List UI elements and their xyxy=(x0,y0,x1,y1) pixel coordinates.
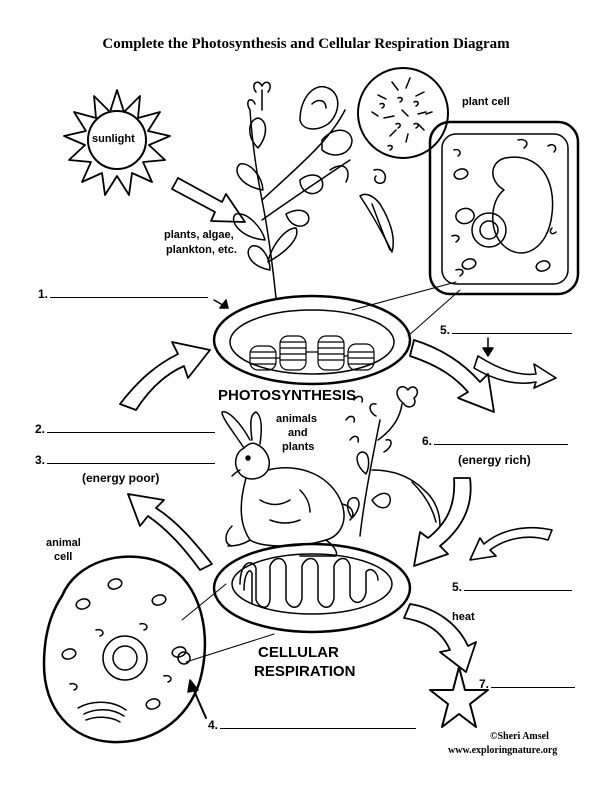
blank-5-top[interactable]: 5. xyxy=(440,323,573,337)
animal-cell-label-line2: cell xyxy=(54,551,73,563)
rabbit-icon xyxy=(221,411,354,557)
copyright-text: ©Sheri Amsel xyxy=(490,731,549,742)
flowering-plant-icon xyxy=(345,386,441,537)
output-arrow-icon xyxy=(473,355,557,389)
plant-cell-icon xyxy=(428,120,580,296)
plants-label-line2: plankton, etc. xyxy=(166,244,237,256)
blank-3[interactable]: 3. xyxy=(35,453,216,467)
heat-label: heat xyxy=(452,611,475,623)
input-arrow-icon xyxy=(469,526,553,561)
animals-label-line3: plants xyxy=(282,441,315,453)
mitochondrion-icon xyxy=(212,542,412,634)
star-icon xyxy=(429,666,489,728)
sunlight-arrow-icon xyxy=(171,177,246,223)
blank-2[interactable]: 2. xyxy=(35,422,216,436)
respiration-label: RESPIRATION xyxy=(254,663,356,680)
cellular-label: CELLULAR xyxy=(258,644,339,661)
right-cycle-arrow-icon xyxy=(409,339,495,413)
animal-cell-icon xyxy=(42,555,207,744)
sun-icon xyxy=(63,89,171,196)
heat-arrow-icon xyxy=(403,603,477,673)
energy-rich-arrow-icon xyxy=(413,477,472,567)
plant-icon xyxy=(232,81,394,299)
page-title: Complete the Photosynthesis and Cellular… xyxy=(102,36,510,52)
blank-7[interactable]: 7. xyxy=(479,677,576,691)
plankton-magnifier-icon xyxy=(357,67,449,159)
photosynthesis-label: PHOTOSYNTHESIS xyxy=(218,387,357,404)
blank-4[interactable]: 4. xyxy=(208,718,417,732)
animal-cell-label-line1: animal xyxy=(46,537,81,549)
plant-cell-label: plant cell xyxy=(462,96,510,108)
animals-label-line1: animals xyxy=(276,413,317,425)
blank-1[interactable]: 1. xyxy=(38,287,209,301)
plants-label-line1: plants, algae, xyxy=(164,229,234,241)
blank-5-bottom[interactable]: 5. xyxy=(452,580,573,594)
energy-rich-label: (energy rich) xyxy=(458,453,531,467)
website-text: www.exploringnature.org xyxy=(448,745,558,756)
sunlight-label: sunlight xyxy=(92,133,135,145)
left-cycle-arrow-icon xyxy=(119,341,211,411)
blank-6[interactable]: 6. xyxy=(422,434,569,448)
animals-label-line2: and xyxy=(288,427,308,439)
chloroplast-icon xyxy=(212,294,412,386)
energy-poor-label: (energy poor) xyxy=(82,471,160,485)
energy-poor-arrow-icon xyxy=(127,493,213,571)
